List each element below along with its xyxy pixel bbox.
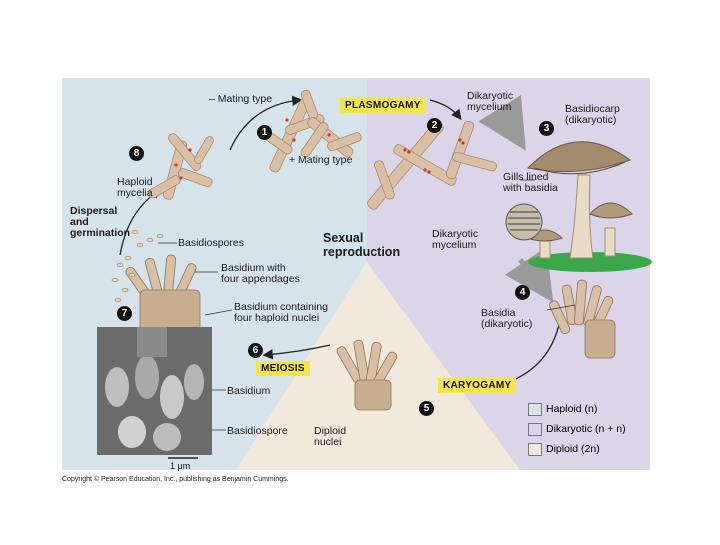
step-7-badge: 7	[117, 306, 132, 321]
step-2-badge: 2	[427, 118, 442, 133]
dikaryotic-mycelium-top-line2: mycelium	[467, 102, 511, 113]
gills-label-line2: with basidia	[503, 183, 558, 194]
copyright-notice: Copyright © Pearson Education, Inc., pub…	[62, 476, 289, 483]
step-4-badge: 4	[515, 285, 530, 300]
meiosis-tag: MEIOSIS	[256, 361, 310, 376]
basidiospore-label: Basidiospore	[227, 426, 288, 437]
dispersal-label-line3: germination	[70, 228, 130, 239]
karyogamy-tag: KARYOGAMY	[438, 378, 516, 393]
basidia-label-line2: (dikaryotic)	[481, 319, 532, 330]
plasmogamy-tag: PLASMOGAMY	[340, 98, 426, 113]
step-5-badge: 5	[419, 401, 434, 416]
step-6-badge: 6	[248, 343, 263, 358]
step-1-badge: 1	[257, 125, 272, 140]
legend-swatch-dikaryotic	[528, 423, 542, 436]
haploid-mycelia-line2: mycelia	[117, 188, 153, 199]
legend-swatch-haploid	[528, 403, 542, 416]
minus-mating-type-label: – Mating type	[209, 94, 272, 105]
step-8-badge: 8	[129, 146, 144, 161]
scale-bar-label: 1 μm	[170, 461, 190, 472]
step-3-badge: 3	[539, 121, 554, 136]
dikaryotic-mycelium-mid-line2: mycelium	[432, 240, 476, 251]
legend-label-haploid: Haploid (n)	[546, 403, 597, 415]
legend-label-diploid: Diploid (2n)	[546, 443, 600, 455]
basidium-containing-line2: four haploid nuclei	[234, 313, 319, 324]
legend-swatch-diploid	[528, 443, 542, 456]
diploid-nuclei-line2: nuclei	[314, 437, 341, 448]
gills-inset	[506, 204, 542, 240]
electron-micrograph	[97, 327, 212, 455]
basidium-label: Basidium	[227, 386, 270, 397]
basidiospores-label: Basidiospores	[178, 238, 244, 249]
legend-label-dikaryotic: Dikaryotic (n + n)	[546, 423, 626, 435]
basidiocarp-label-line2: (dikaryotic)	[565, 115, 616, 126]
sexual-reproduction-line1: Sexual	[323, 232, 363, 245]
basidium-four-appendages-line2: four appendages	[221, 274, 300, 285]
sexual-reproduction-line2: reproduction	[323, 246, 400, 259]
plus-mating-type-label: + Mating type	[289, 155, 352, 166]
